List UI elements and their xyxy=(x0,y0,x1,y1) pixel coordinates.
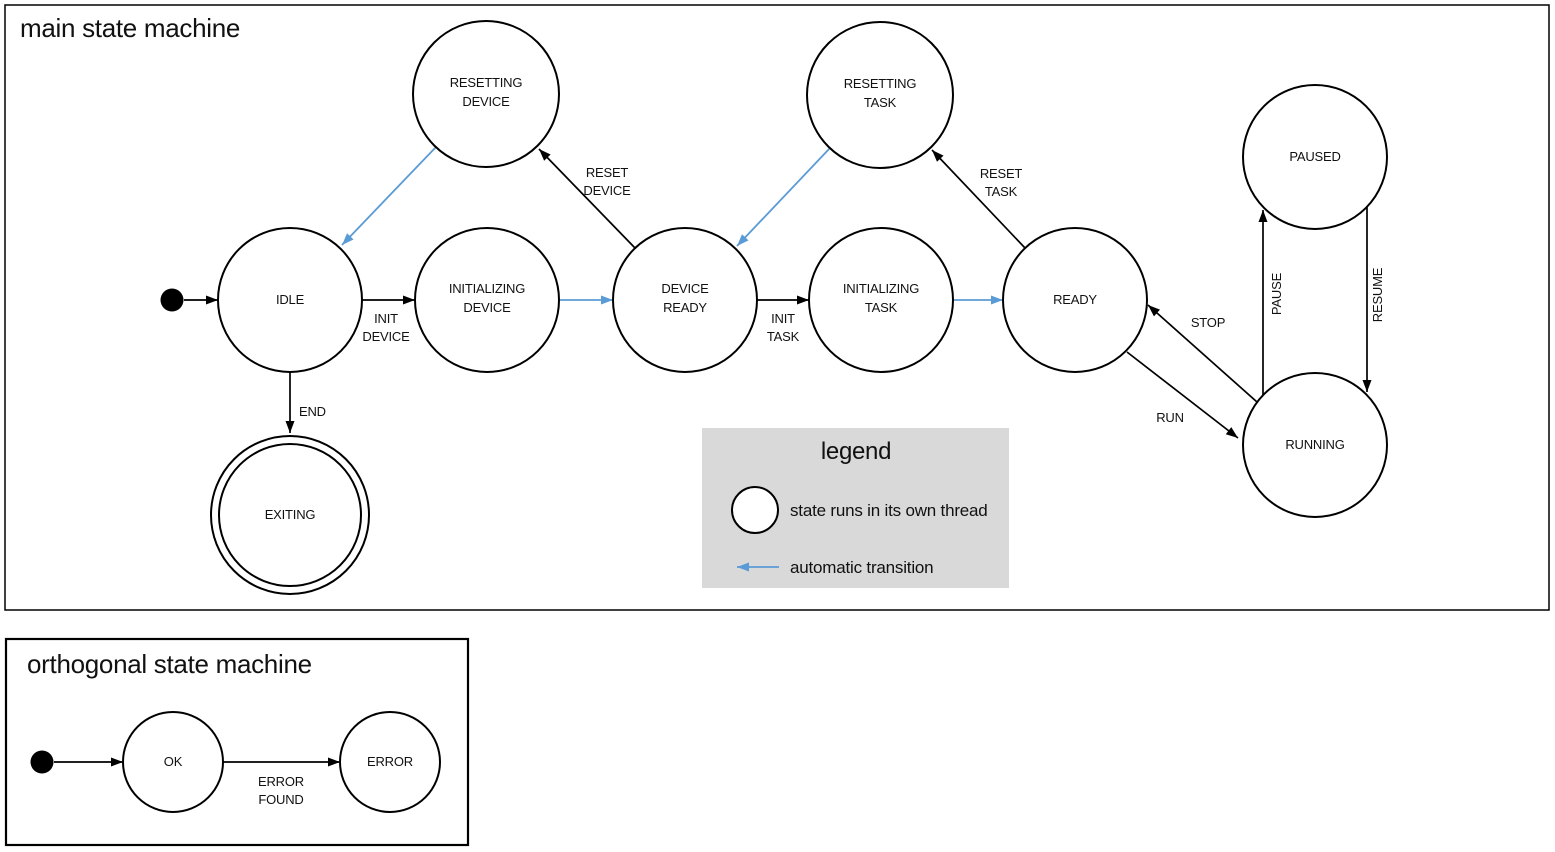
state-exiting-final: EXITING xyxy=(210,435,370,595)
state-device-ready-circle xyxy=(612,227,758,373)
state-device-ready-label: DEVICE xyxy=(661,281,709,296)
transition-label: END xyxy=(299,404,326,419)
state-paused-circle xyxy=(1242,84,1388,230)
transition-resetting-device-to-idle xyxy=(341,146,437,246)
state-error: ERROR xyxy=(339,711,441,813)
transition-idle-to-exiting: END xyxy=(285,372,326,433)
transition-device-ready-to-initializing-task: INIT TASK xyxy=(757,295,809,344)
transition-idle-to-initializing-device: INIT DEVICE xyxy=(362,295,415,344)
transition-resetting-task-to-device-ready xyxy=(736,147,831,247)
transition-label: RUN xyxy=(1156,410,1184,425)
state-resetting-device-circle xyxy=(412,20,560,168)
state-error-circle xyxy=(339,711,441,813)
state-ok: OK xyxy=(122,711,224,813)
transition-label: PAUSE xyxy=(1269,272,1284,315)
legend-item-label: state runs in its own thread xyxy=(790,501,988,520)
state-resetting-device: RESETTING DEVICE xyxy=(412,20,560,168)
state-running: RUNNING xyxy=(1242,372,1388,518)
transition-running-to-ready: STOP xyxy=(1147,304,1258,403)
transition-label: FOUND xyxy=(258,792,303,807)
state-exiting-inner-circle xyxy=(218,443,362,587)
legend-item-label: automatic transition xyxy=(790,558,933,577)
state-initializing-task: INITIALIZING TASK xyxy=(808,227,954,373)
transition-label: INIT xyxy=(771,311,795,326)
transition-label: TASK xyxy=(767,329,800,344)
transition-label: RESET xyxy=(586,165,629,180)
state-resetting-task: RESETTING TASK xyxy=(806,21,954,169)
main-state-machine-title: main state machine xyxy=(20,13,240,43)
state-initializing-device: INITIALIZING DEVICE xyxy=(414,227,560,373)
state-paused-label: PAUSED xyxy=(1289,149,1340,164)
state-resetting-task-circle xyxy=(806,21,954,169)
state-initializing-device-label: DEVICE xyxy=(463,300,511,315)
transition-device-ready-to-resetting-device: RESET DEVICE xyxy=(538,148,636,249)
initial-state-dot xyxy=(30,750,54,774)
state-ready-label: READY xyxy=(1053,292,1097,307)
transition-label: RESET xyxy=(980,166,1023,181)
state-exiting-label: EXITING xyxy=(265,507,316,522)
transition-label: ERROR xyxy=(258,774,304,789)
state-initializing-task-circle xyxy=(808,227,954,373)
transition-label: DEVICE xyxy=(362,329,410,344)
transition-arrow xyxy=(1147,304,1258,403)
state-ok-label: OK xyxy=(164,754,183,769)
transition-ready-to-resetting-task: RESET TASK xyxy=(931,149,1026,249)
threaded-state-legend-icon xyxy=(731,486,779,534)
transition-label: RESUME xyxy=(1370,267,1385,322)
transition-arrow xyxy=(1126,351,1239,439)
automatic-transition-arrow xyxy=(736,147,831,247)
state-device-ready: DEVICE READY xyxy=(612,227,758,373)
state-idle: IDLE xyxy=(217,227,363,373)
state-initializing-device-label: INITIALIZING xyxy=(449,281,525,296)
main-state-machine: main state machine INIT DEVICE INIT TASK… xyxy=(4,4,1550,611)
initial-state-dot xyxy=(160,288,184,312)
state-idle-circle xyxy=(217,227,363,373)
transition-label: INIT xyxy=(374,311,398,326)
transition-running-to-paused: PAUSE xyxy=(1258,210,1284,395)
transition-arrow xyxy=(931,149,1026,249)
orthogonal-state-machine: orthogonal state machine ERROR FOUND OK … xyxy=(4,637,470,847)
state-resetting-task-label: TASK xyxy=(864,95,897,110)
transition-label: TASK xyxy=(985,184,1018,199)
state-resetting-device-label: DEVICE xyxy=(462,94,510,109)
orthogonal-state-machine-title: orthogonal state machine xyxy=(27,649,312,679)
transition-arrow xyxy=(538,148,636,249)
state-running-label: RUNNING xyxy=(1285,437,1344,452)
state-running-circle xyxy=(1242,372,1388,518)
transition-paused-to-running: RESUME xyxy=(1362,207,1385,392)
state-error-label: ERROR xyxy=(367,754,413,769)
state-device-ready-label: READY xyxy=(663,300,707,315)
transition-label: DEVICE xyxy=(583,183,631,198)
legend-title: legend xyxy=(821,438,891,465)
automatic-transition-arrow xyxy=(341,146,437,246)
state-initializing-task-label: TASK xyxy=(865,300,898,315)
state-ready-circle xyxy=(1002,227,1148,373)
transition-ready-to-running: RUN xyxy=(1126,351,1239,439)
state-ready: READY xyxy=(1002,227,1148,373)
transition-ok-to-error: ERROR FOUND xyxy=(223,757,340,807)
transition-label: STOP xyxy=(1191,315,1225,330)
state-resetting-task-label: RESETTING xyxy=(844,76,917,91)
state-idle-label: IDLE xyxy=(276,292,305,307)
state-initializing-device-circle xyxy=(414,227,560,373)
state-resetting-device-label: RESETTING xyxy=(450,75,523,90)
state-paused: PAUSED xyxy=(1242,84,1388,230)
state-ok-circle xyxy=(122,711,224,813)
state-initializing-task-label: INITIALIZING xyxy=(843,281,919,296)
legend: legend state runs in its own thread auto… xyxy=(702,428,1009,588)
